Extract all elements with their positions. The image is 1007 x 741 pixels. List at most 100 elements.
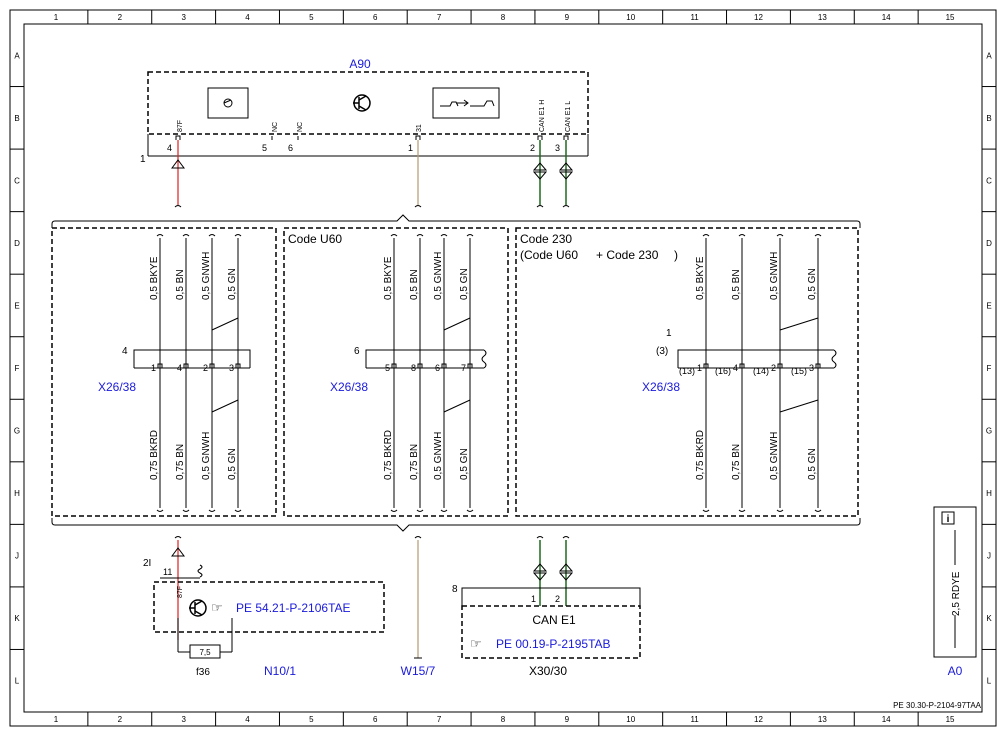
x30-ref-link[interactable]: PE 00.19-P-2195TAB [496,637,611,651]
wire-label-top: 0,5 GN [807,268,818,300]
connector-marker: 6 [354,346,360,357]
grid-col-label: 15 [946,715,955,724]
variant-box-1 [51,227,277,517]
a90-pin-4: 4 [167,143,172,153]
code-230-close: ) [674,248,678,262]
n10-pin-label: 87F [177,586,184,598]
a90-wires [171,140,574,208]
grid-row-label: A [14,51,20,60]
variant-bracket: Code U60 Code 230 (Code U60 + Code 230 ) [51,214,861,532]
grid-row-label: A [986,51,992,60]
wire-label-top: 0,5 GNWH [201,252,212,300]
x30-box [461,605,641,659]
connector-label: X26/38 [330,380,368,394]
wire-label-top: 0,5 GN [459,268,470,300]
wire-label-bottom: 0,75 BN [175,444,186,480]
wire-label-bottom: 0,5 GNWH [201,432,212,480]
n10-pin: 11 [163,567,172,577]
can-coupler-icon [532,162,574,180]
wire-label-bottom: 0,5 GNWH [769,432,780,480]
x30-marker: 8 [452,584,458,595]
wire-label-bottom: 0,5 GN [459,448,470,480]
frame-outer [9,9,997,727]
grid-col-label: 9 [565,715,570,724]
a90-pin-5: 5 [262,143,267,153]
a90-pin-2: 2 [530,143,535,153]
wire-label-bottom: 0,75 BN [731,444,742,480]
a90-pin-label-31: 31 [416,124,423,132]
grid-col-label: 10 [626,715,635,724]
transistor-icon-n10 [189,599,207,617]
connector-pin-alt: (16) [715,366,731,376]
wire-label-top: 0,5 BKYE [149,256,160,300]
connector-frame [133,349,251,368]
grid-row-label: F [987,364,992,373]
grid-row-label: L [987,677,992,686]
grid-col-label: 14 [882,13,891,22]
variant-box-230 [515,227,859,517]
grid-col-label: 15 [946,13,955,22]
n10-label: N10/1 [264,664,296,678]
grid-row-label: L [15,677,20,686]
wire-label-top: 0,5 GNWH [433,252,444,300]
grid-col-label: 11 [690,715,699,724]
fuse-f36 [189,644,221,659]
hand-pointer-icon-2: ☞ [470,636,482,651]
legend-a0: i 2,5 RDYE A0 [933,506,977,678]
connector-label: X26/38 [642,380,680,394]
connector-marker: 4 [122,346,128,357]
grid-row-label: E [14,301,19,310]
legend-text: 2,5 RDYE [951,571,962,616]
grid-col-label: 1 [54,13,59,22]
wire-label-bottom: 0,5 GN [807,448,818,480]
can-coupler-icon-2 [532,563,574,581]
grid-col-label: 5 [309,13,314,22]
n10-marker: 2I [143,558,151,569]
n10-module: 2I 11 87F ☞ PE 54.21-P-2106TAE 7,5 f36 N… [143,536,385,678]
connector-pin-alt: (13) [679,366,695,376]
a90-pin-tabs [175,135,569,140]
grid-row-label: H [986,489,992,498]
legend-box [933,506,977,658]
n10-ref-link[interactable]: PE 54.21-P-2106TAE [236,601,351,615]
connector-marker: 1 [666,328,672,339]
grid-col-label: 7 [437,13,442,22]
wire-label-top: 0,5 GNWH [769,252,780,300]
a90-pin-label-can-h: CAN E1 H [539,100,546,132]
a90-pin-6: 6 [288,143,293,153]
grid-col-label: 3 [181,13,186,22]
a90-marker: 1 [140,154,146,165]
grid-row-label: J [987,552,991,561]
wire-label-top: 0,5 BN [731,269,742,300]
a90-pin-label-nc1: NC [272,122,279,132]
footer-doc-id: PE 30.30-P-2104-97TAA [893,701,982,710]
a90-key-box [207,87,249,119]
variant-box-u60 [283,227,509,517]
wire-label-bottom: 0,5 GNWH [433,432,444,480]
x30-pin-1: 1 [531,594,536,604]
connector-pin-alt: (15) [791,366,807,376]
fuse-value: 7,5 [199,648,211,657]
connector-frame [677,349,834,368]
code-230-sub: (Code U60 [520,248,578,262]
wire-label-top: 0,5 BN [175,269,186,300]
w15-ground: W15/7 [401,536,436,678]
grid-col-label: 4 [245,715,250,724]
a90-box [147,71,589,135]
grid-col-label: 8 [501,715,506,724]
grid-row-label: F [15,364,20,373]
fuse-label: f36 [196,667,210,678]
a90-pin-3: 3 [555,143,560,153]
grid-col-label: 2 [118,13,123,22]
grid-col-label: 14 [882,715,891,724]
grid-row-label: B [986,114,991,123]
a90-pin-label-can-l: CAN E1 L [565,101,572,132]
frame-inner [23,23,983,713]
grid-row-label: C [14,176,20,185]
connector-label: X26/38 [98,380,136,394]
grid-row-label: K [14,614,20,623]
